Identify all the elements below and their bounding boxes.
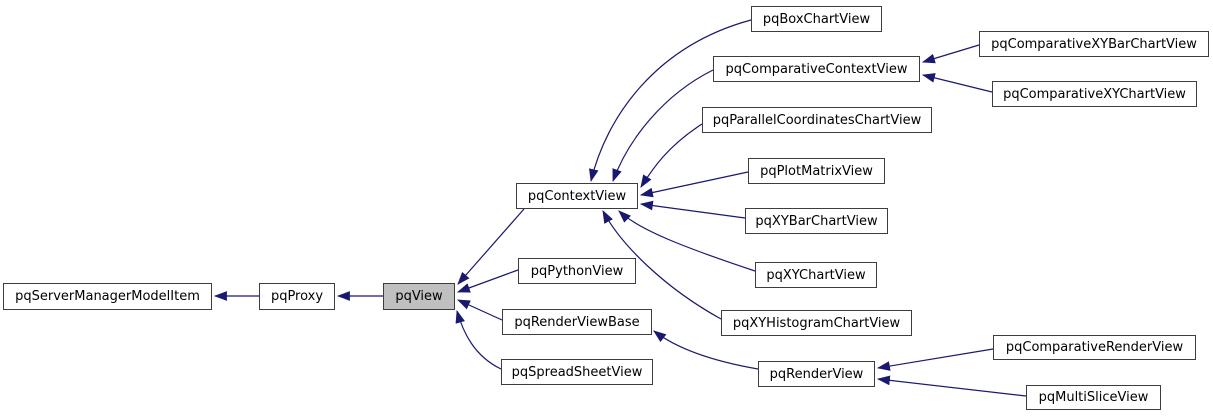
class-node-pqPythonView[interactable]: pqPythonView <box>518 258 636 284</box>
inheritance-edge-pqPythonView-to-pqView <box>456 269 519 293</box>
class-node-pqPlotMatrixView[interactable]: pqPlotMatrixView <box>748 158 885 184</box>
class-node-pqView: pqView <box>383 283 455 310</box>
inheritance-edge-pqComparativeRenderView-to-pqRenderView <box>876 348 994 371</box>
inheritance-edge-pqContextView-to-pqView <box>457 208 525 285</box>
inheritance-edge-pqXYBarChartView-to-pqContextView <box>639 200 746 219</box>
class-node-pqProxy[interactable]: pqProxy <box>259 283 335 310</box>
class-node-pqRenderViewBase[interactable]: pqRenderViewBase <box>502 309 652 335</box>
class-node-pqComparativeRenderView[interactable]: pqComparativeRenderView <box>993 335 1196 360</box>
inheritance-edge-pqComparativeContextView-to-pqContextView <box>612 69 714 183</box>
class-node-pqRenderView[interactable]: pqRenderView <box>758 361 875 387</box>
inheritance-edge-pqBoxChartView-to-pqContextView <box>589 19 752 183</box>
inheritance-edge-pqXYHistogramChartView-to-pqContextView <box>602 210 722 320</box>
inheritance-edge-pqParallelCoordinatesChartView-to-pqContextView <box>640 123 703 188</box>
class-node-pqParallelCoordinatesChartView[interactable]: pqParallelCoordinatesChartView <box>702 107 932 133</box>
class-node-pqComparativeXYChartView[interactable]: pqComparativeXYChartView <box>992 81 1197 107</box>
inheritance-edge-pqRenderViewBase-to-pqView <box>457 299 503 321</box>
class-node-pqSpreadSheetView[interactable]: pqSpreadSheetView <box>501 359 653 385</box>
inheritance-edge-pqComparativeXYBarChartView-to-pqComparativeContextView <box>921 44 980 64</box>
inheritance-edge-pqMultiSliceView-to-pqRenderView <box>876 375 1027 397</box>
inheritance-edge-pqRenderView-to-pqRenderViewBase <box>653 330 759 370</box>
class-node-pqBoxChartView[interactable]: pqBoxChartView <box>751 6 882 32</box>
class-node-pqServerManagerModelItem[interactable]: pqServerManagerModelItem <box>3 283 212 310</box>
class-node-pqComparativeContextView[interactable]: pqComparativeContextView <box>713 56 920 82</box>
inheritance-edge-pqSpreadSheetView-to-pqView <box>455 309 502 370</box>
inheritance-edge-pqComparativeXYChartView-to-pqComparativeContextView <box>921 73 993 93</box>
class-node-pqXYBarChartView[interactable]: pqXYBarChartView <box>745 208 888 234</box>
inheritance-edge-pqPlotMatrixView-to-pqContextView <box>639 171 749 198</box>
class-node-pqXYChartView[interactable]: pqXYChartView <box>755 262 877 288</box>
class-node-pqContextView[interactable]: pqContextView <box>516 183 638 209</box>
class-node-pqMultiSliceView[interactable]: pqMultiSliceView <box>1026 385 1161 410</box>
class-node-pqComparativeXYBarChartView[interactable]: pqComparativeXYBarChartView <box>979 31 1209 57</box>
class-node-pqXYHistogramChartView[interactable]: pqXYHistogramChartView <box>721 310 912 336</box>
inheritance-edge-pqXYChartView-to-pqContextView <box>618 210 756 272</box>
